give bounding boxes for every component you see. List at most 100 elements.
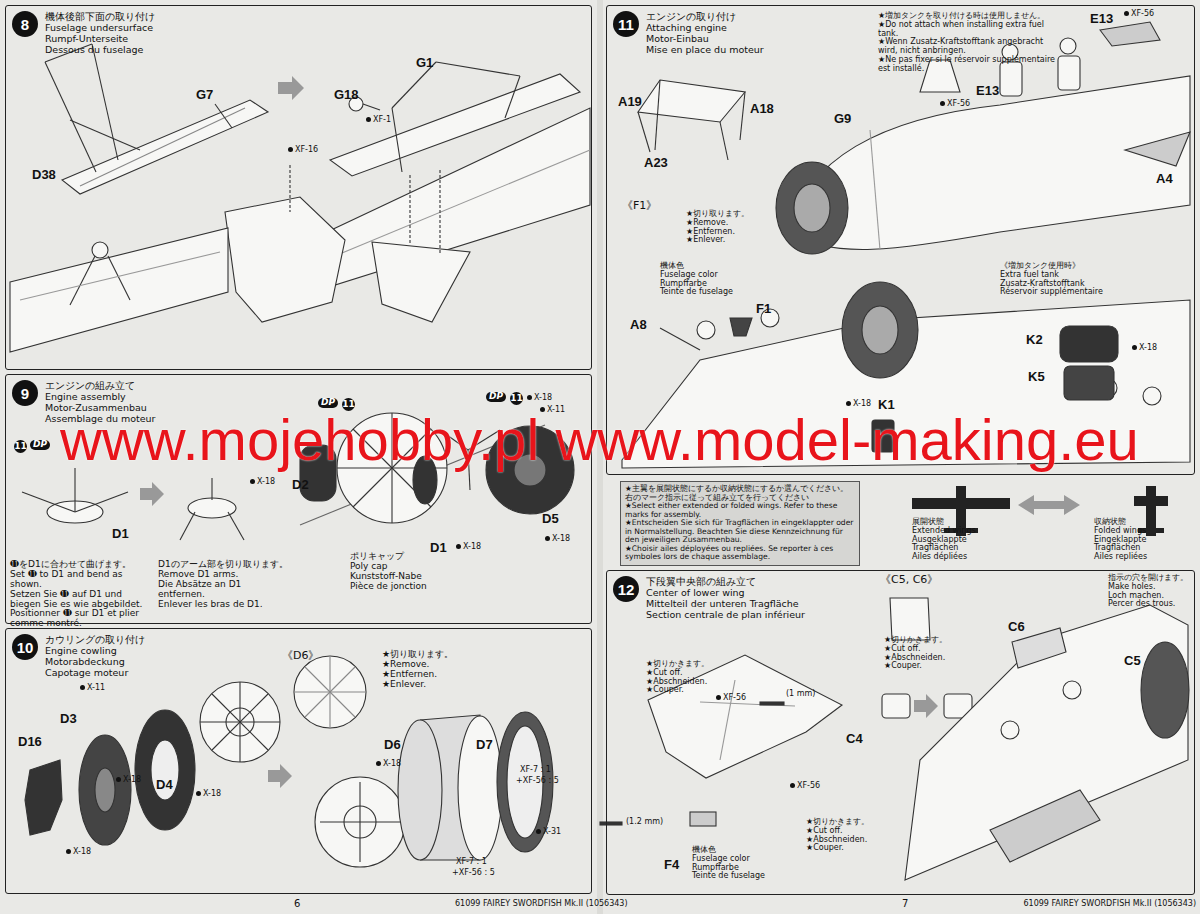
note-text: Folded wings xyxy=(1094,527,1174,536)
paint-code: X-18 xyxy=(196,790,221,799)
note-text: Set ⓫ to D1 and bend as shown. xyxy=(10,570,145,590)
wing-mark-icons xyxy=(1134,496,1168,506)
fuselage-tail-drawing xyxy=(225,197,345,322)
paint-code: XF-56 xyxy=(1124,10,1154,19)
note-text: Setzen Sie ⓫ auf D1 und biegen Sie es wi… xyxy=(10,590,145,610)
cowling-drawing xyxy=(315,777,405,867)
fuselage-tail-drawing xyxy=(330,74,580,176)
engine-mount-drawing xyxy=(1125,132,1190,166)
step-title-line: カウリングの取り付け xyxy=(45,634,145,645)
engine-mount-drawing xyxy=(920,60,960,92)
paint-code: X-11 xyxy=(80,684,105,693)
note-group: 展開状態Extended wingsAusgeklappte Tragfläch… xyxy=(912,518,992,562)
note-text: ★Wenn Zusatz-Kraftstofftank angebracht w… xyxy=(878,38,1058,56)
engine-mount-drawing xyxy=(870,130,880,250)
engine-mount-drawing xyxy=(697,321,715,339)
note-text: Poly cap xyxy=(350,562,460,572)
fuselage-tail-drawing xyxy=(70,256,95,305)
paint-code: X-18 xyxy=(1132,344,1157,353)
part-number: D7 xyxy=(476,738,493,752)
note-text: ★Couper. xyxy=(806,844,881,853)
note-text: Réservoir supplémentaire xyxy=(1000,288,1140,297)
engine-parts-drawing xyxy=(211,478,212,500)
step-number: 11 xyxy=(613,11,639,37)
paint-code: X-18 xyxy=(66,848,91,857)
fuselage-tail-drawing xyxy=(70,120,140,150)
lower-wing-drawing xyxy=(905,605,1188,880)
note-text: 7 xyxy=(902,898,908,909)
part-number: E13 xyxy=(1090,12,1113,26)
engine-mount-drawing xyxy=(1060,326,1118,362)
note-text: Zusatz-Kraftstofftank xyxy=(1000,280,1140,289)
step-reference: 11 xyxy=(510,392,523,405)
note-text: ★Abschneiden. xyxy=(884,654,964,663)
note-box: ★主翼を展開状態にするか収納状態にするか選んでください。 右のマーク指示に従って… xyxy=(620,481,860,566)
note-text: Kunststoff-Nabe xyxy=(350,572,460,582)
step-title-line: Motorabdeckung xyxy=(45,656,145,667)
cowling-drawing xyxy=(135,710,195,830)
note-text: Die Absätze an D1 entfernen. xyxy=(158,580,288,600)
lower-wing-drawing xyxy=(720,680,735,760)
note-text: Ausgeklappte Tragflächen xyxy=(912,536,992,554)
note-text: ★Cut off. xyxy=(884,645,964,654)
engine-mount-drawing xyxy=(655,80,660,150)
wing-mark-icons xyxy=(912,498,1010,509)
note-group: ★切り取ります。★Remove.★Entfernen.★Enlever. xyxy=(686,210,771,245)
step-number: 10 xyxy=(12,634,38,660)
note-text: Extra fuel tank xyxy=(1000,271,1140,280)
note-text: ★Enlever. xyxy=(382,680,477,690)
cowling-drawing xyxy=(212,694,268,750)
note-text: 指示の穴を開けます。 xyxy=(1108,574,1193,583)
note-text: 6 xyxy=(294,898,300,909)
engine-mount-drawing xyxy=(794,184,830,232)
engine-mount-drawing xyxy=(1058,56,1080,90)
engine-parts-drawing xyxy=(75,492,128,512)
engine-parts-drawing xyxy=(74,468,75,512)
fuselage-tail-drawing xyxy=(372,242,470,322)
note-text: Ailes repliées xyxy=(1094,553,1174,562)
engine-mount-drawing xyxy=(1060,38,1076,54)
paint-code: XF-56 xyxy=(716,694,746,703)
note-text: Make holes. xyxy=(1108,583,1193,592)
note-text: 《増加タンク使用時》 xyxy=(1000,262,1140,271)
note-text: Enlever les bras de D1. xyxy=(158,600,288,610)
wing-mark-icons xyxy=(1018,495,1080,515)
engine-mount-drawing xyxy=(1000,62,1022,96)
note-text: ★Do not attach when installing extra fue… xyxy=(878,21,1058,39)
fuselage-tail-drawing xyxy=(436,62,520,76)
step-title-line: Dessous du fuselage xyxy=(45,44,155,55)
paint-code: X-18 xyxy=(456,543,481,552)
engine-parts-drawing xyxy=(188,498,236,518)
note-text: ★Choisir ailes déployées ou repliées. Se… xyxy=(625,545,855,562)
step-number: 12 xyxy=(613,576,639,602)
note-text: ★Enlever. xyxy=(686,236,771,245)
note-group: 《増加タンク使用時》Extra fuel tankZusatz-Kraftsto… xyxy=(1000,262,1140,297)
note-text: XF-7 : 1 xyxy=(456,858,487,867)
part-number: D1 xyxy=(112,527,129,541)
part-number: D16 xyxy=(18,735,42,749)
note-text: 《D6》 xyxy=(282,650,319,662)
part-number: A19 xyxy=(618,95,642,109)
note-text: Loch machen. xyxy=(1108,592,1193,601)
note-text: ★Couper. xyxy=(884,662,964,671)
engine-mount-drawing xyxy=(776,162,848,254)
engine-mount-drawing xyxy=(1143,387,1161,405)
fuselage-tail-drawing xyxy=(409,175,410,245)
fuselage-tail-drawing xyxy=(92,44,118,160)
engine-mount-drawing xyxy=(660,328,700,350)
step-title-line: エンジンの組み立て xyxy=(45,380,156,391)
note-text: XF-7 : 1 xyxy=(520,766,551,775)
note-group: ★切りかきます。★Cut off.★Abschneiden.★Couper. xyxy=(884,636,964,671)
note-text: Eingeklappte Tragflächen xyxy=(1094,536,1174,554)
paint-code: X-18 xyxy=(527,394,552,403)
step-title-line: Center of lower wing xyxy=(646,587,805,598)
step-number: 9 xyxy=(12,380,38,406)
paint-code: XF-1 xyxy=(366,116,391,125)
step-panel: 8機体後部下面の取り付けFuselage undersurfaceRumpf-U… xyxy=(5,5,592,370)
note-text: +XF-56 : 5 xyxy=(452,869,495,878)
note-text: Pièce de jonction xyxy=(350,582,460,592)
note-text: Extended wings xyxy=(912,527,992,536)
paint-code: X-18 xyxy=(846,400,871,409)
fuselage-tail-drawing xyxy=(10,44,590,352)
part-number: D3 xyxy=(60,712,77,726)
